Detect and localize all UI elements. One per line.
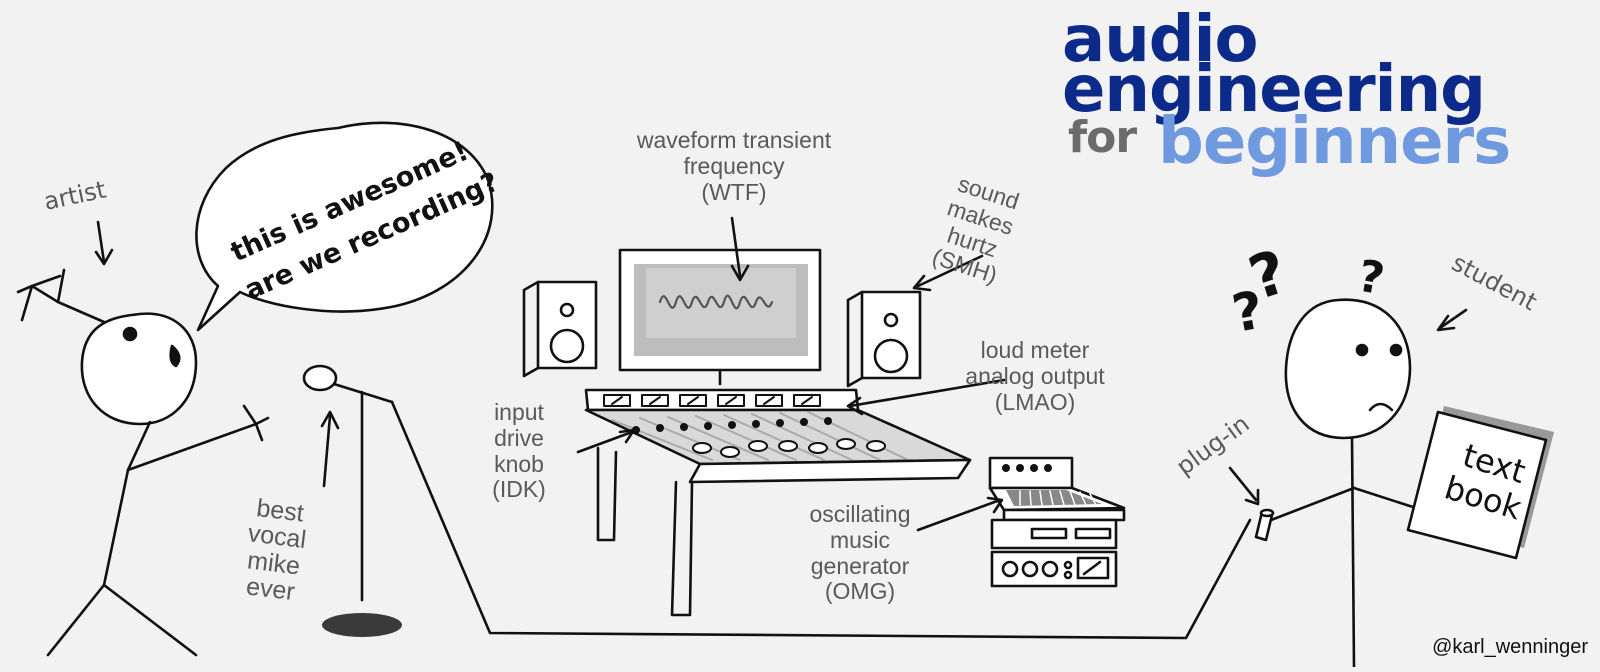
credit-handle: @karl_wenninger <box>1432 636 1588 658</box>
textbook <box>1406 406 1554 560</box>
svg-text:?: ? <box>1354 251 1388 306</box>
label-artist: artist <box>41 175 108 215</box>
label-arrows <box>94 216 1468 532</box>
computer-monitor <box>618 248 822 386</box>
mixing-console <box>584 388 972 617</box>
title-line-engineering: engineering <box>1062 53 1486 127</box>
title-word-for: for <box>1068 112 1137 163</box>
right-speaker <box>846 290 922 388</box>
speech-bubble <box>195 121 494 332</box>
mic-stand-base <box>322 613 402 637</box>
student-figure <box>1264 298 1418 669</box>
artist-figure <box>16 268 270 657</box>
plugin-cable-end <box>1254 508 1275 542</box>
label-student: student <box>1447 249 1541 317</box>
left-speaker <box>522 280 598 378</box>
label-plugin: plug-in <box>1171 409 1255 480</box>
title-line-audio: audio <box>1062 3 1258 77</box>
synth-rack <box>988 456 1126 588</box>
title-word-beginners: beginners <box>1158 105 1511 179</box>
microphone-stand <box>302 364 1252 640</box>
